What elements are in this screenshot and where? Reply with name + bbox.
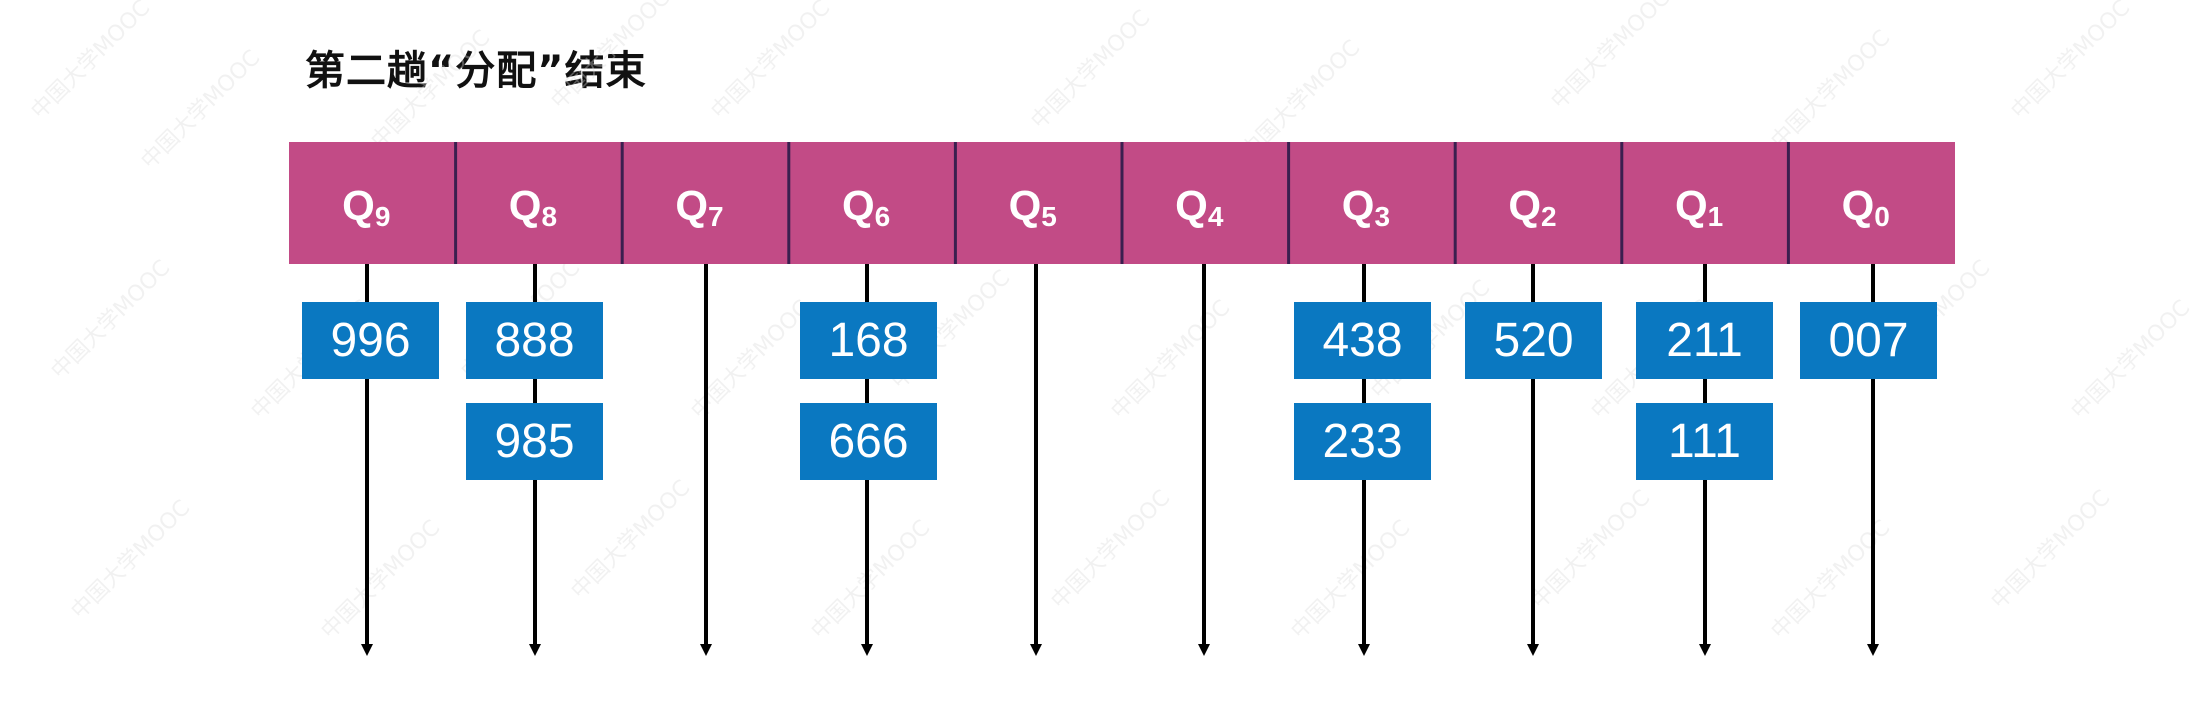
- queue-cell-q8: [455, 142, 623, 264]
- key-value-q3-0: 438: [1322, 314, 1402, 367]
- queue-label-q5: Q5: [1009, 182, 1057, 232]
- queue-label-q2: Q2: [1508, 182, 1556, 232]
- queue-keys: 996 888 985 168 666 438 233 520 211 111 007: [302, 302, 1937, 480]
- queue-label-q0: Q0: [1842, 182, 1890, 232]
- key-box-q8-1: [466, 403, 603, 480]
- key-value-q2-0: 520: [1493, 314, 1573, 367]
- key-value-q1-0: 211: [1666, 314, 1743, 367]
- queue-label-q8: Q8: [509, 182, 557, 232]
- queue-label-q9: Q9: [342, 182, 390, 232]
- watermark-text: 中国大学MOOC: [707, 0, 836, 124]
- queue-cell-q3: [1288, 142, 1456, 264]
- key-value-q6-1: 666: [828, 415, 908, 468]
- watermark-text: 中国大学MOOC: [137, 46, 266, 175]
- key-box-q1-1: [1636, 403, 1773, 480]
- watermark-text: 中国大学MOOC: [1027, 6, 1156, 135]
- key-box-q8-0: [466, 302, 603, 379]
- key-value-q3-1: 233: [1322, 415, 1402, 468]
- key-value-q8-0: 888: [494, 314, 574, 367]
- queue-cell-q9: [289, 142, 456, 264]
- diagram-title: 第二趟“分配”结束: [305, 48, 647, 94]
- watermark-text: 中国大学MOOC: [367, 26, 496, 155]
- watermark-text: 中国大学MOOC: [1987, 486, 2116, 615]
- key-box-q6-1: [800, 403, 937, 480]
- watermark-text: 中国大学MOOC: [317, 516, 446, 645]
- key-value-q1-1: 111: [1668, 415, 1741, 468]
- key-value-q9-0: 996: [330, 314, 410, 367]
- watermark-text: 中国大学MOOC: [47, 256, 176, 385]
- key-value-q6-0: 168: [828, 314, 908, 367]
- watermark-text: 中国大学MOOC: [2007, 0, 2136, 124]
- queue-label-q3: Q3: [1342, 182, 1390, 232]
- queue-cell-q7: [622, 142, 789, 264]
- watermark-text: 中国大学MOOC: [1547, 0, 1676, 114]
- queue-cell-q5: [955, 142, 1122, 264]
- key-box-q0-0: [1800, 302, 1937, 379]
- queue-cell-q4: [1122, 142, 1289, 264]
- queue-cell-q6: [788, 142, 956, 264]
- watermark-text: 中国大学MOOC: [67, 496, 196, 625]
- watermark-text: 中国大学MOOC: [567, 476, 696, 605]
- key-value-q0-0: 007: [1828, 314, 1908, 367]
- key-box-q2-0: [1465, 302, 1602, 379]
- queue-label-q6: Q6: [842, 182, 890, 232]
- queue-label-q4: Q4: [1175, 182, 1224, 232]
- queue-label-q7: Q7: [675, 182, 723, 232]
- key-box-q3-0: [1294, 302, 1431, 379]
- watermark-text: 中国大学MOOC: [1527, 486, 1656, 615]
- key-value-q8-1: 985: [494, 415, 574, 468]
- queue-cell-q2: [1455, 142, 1622, 264]
- queue-cell-q1: [1621, 142, 1789, 264]
- queue-cell-q0: [1788, 142, 1955, 264]
- watermark-text: 中国大学MOOC: [807, 516, 936, 645]
- watermark-text: 中国大学MOOC: [1047, 486, 1176, 615]
- key-box-q9-0: [302, 302, 439, 379]
- watermark-text: 中国大学MOOC: [1767, 26, 1896, 155]
- queue-label-q1: Q1: [1675, 182, 1723, 232]
- key-box-q1-0: [1636, 302, 1773, 379]
- watermark-text: 中国大学MOOC: [547, 0, 676, 114]
- watermark-text: 中国大学MOOC: [1107, 296, 1236, 425]
- watermark-text: 中国大学MOOC: [1767, 516, 1896, 645]
- key-box-q3-1: [1294, 403, 1431, 480]
- key-box-q6-0: [800, 302, 937, 379]
- watermark-text: 中国大学MOOC: [27, 0, 156, 124]
- watermark-text: 中国大学MOOC: [2067, 296, 2196, 425]
- watermark-text: 中国大学MOOC: [1287, 516, 1416, 645]
- queue-header-bar: Q9 Q8 Q7 Q6 Q5 Q4 Q3 Q2 Q1 Q0: [289, 142, 1955, 264]
